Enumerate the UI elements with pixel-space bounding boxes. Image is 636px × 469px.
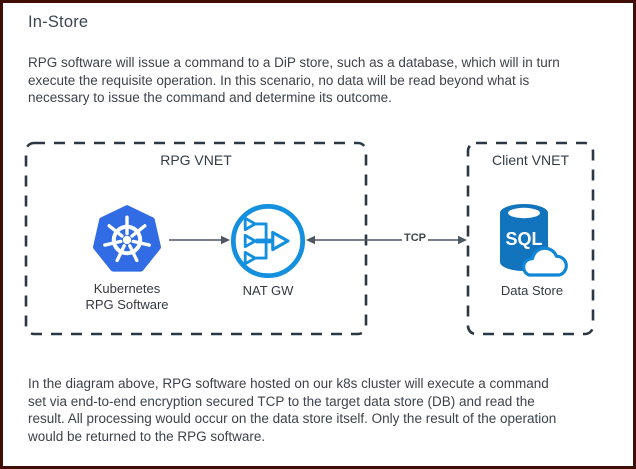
sql-icon-text: SQL [505, 229, 542, 249]
intro-line: RPG software will issue a command to a D… [28, 55, 560, 70]
tcp-arrow [306, 235, 467, 245]
intro-line: necessary to issue the command and deter… [28, 90, 392, 105]
nat-gw-label: NAT GW [242, 283, 294, 298]
outro-line: result. All processing would occur on th… [28, 411, 557, 426]
azure-sql-database-icon: SQL [500, 204, 568, 277]
outro-line: set via end-to-end encryption secured TC… [28, 393, 535, 409]
k8s-to-natgw-arrow [169, 235, 230, 245]
outro-paragraph: In the diagram above, RPG software hoste… [28, 375, 556, 445]
data-store-label: Data Store [500, 283, 564, 298]
diagram-canvas [24, 141, 595, 336]
client-vnet-box [466, 141, 595, 336]
tcp-label: TCP [402, 232, 428, 244]
outro-line: In the diagram above, RPG software hoste… [28, 376, 549, 391]
kubernetes-label: Kubernetes RPG Software [85, 281, 169, 312]
rpg-vnet-label: RPG VNET [160, 152, 232, 168]
sql-cloud-icon [522, 246, 568, 277]
intro-paragraph: RPG software will issue a command to a D… [28, 54, 560, 107]
intro-line: execute the requisite operation. In this… [28, 72, 530, 88]
client-vnet-label: Client VNET [491, 152, 570, 168]
page-title: In-Store [28, 13, 89, 31]
azure-nat-gateway-icon [230, 203, 306, 279]
rpg-vnet-box [24, 141, 368, 336]
outro-line: would be returned to the RPG software. [28, 428, 266, 444]
kubernetes-helm-icon [93, 205, 161, 272]
